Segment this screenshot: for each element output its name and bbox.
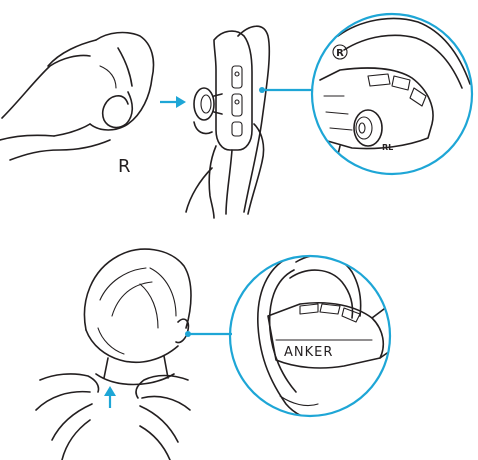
ear-side-label: R [118,156,131,177]
magnified-view-top: R RL [310,14,472,180]
badge-r: R [333,45,347,59]
brand-label: ANKER [284,345,333,360]
head-wearing-earbuds [36,249,191,460]
magnified-view-bottom: ANKER [230,254,400,420]
badge-r-label: R [336,48,344,59]
hand-holding-earbud [186,26,269,218]
right-arrow-icon [160,96,186,108]
up-arrow-icon [104,386,116,408]
tip-label: RL [382,143,393,152]
hand-holding-eartip [0,33,154,160]
callout-connector-bottom [185,331,232,337]
